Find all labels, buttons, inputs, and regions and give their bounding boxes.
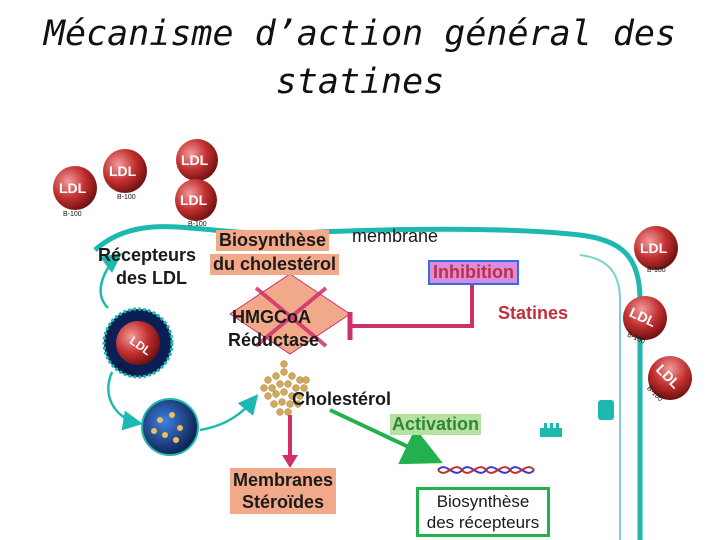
ldl-receptors-label: des LDL (116, 268, 188, 288)
ldl-particle: LDL B-100 (53, 166, 97, 218)
ldl-label: LDL (180, 192, 208, 208)
ldl-sub-label: B-100 (188, 221, 207, 228)
activation-label: Activation (390, 414, 482, 435)
receptors-label: Récepteurs (98, 245, 197, 265)
statins-label: Statines (498, 303, 569, 323)
coated-pit: LDL B-100 (102, 307, 174, 379)
ldl-label: LDL (640, 240, 668, 256)
biosynthesis-label: Biosynthèse (216, 230, 330, 251)
trafficking-arrows (99, 252, 259, 432)
ldl-particle: LDL B-100 (175, 179, 217, 228)
cell-membrane (93, 224, 643, 540)
cholesterol-cluster (260, 360, 310, 416)
inhibition-label: Inhibition (428, 260, 519, 285)
receptor-biosynthesis-box: Biosynthèse des récepteurs (416, 487, 550, 537)
receptor-biosynthesis-line2: des récepteurs (426, 513, 540, 532)
ldl-particle: LDL B-100 (623, 296, 667, 346)
page-title: Mécanisme d’action général des statines (43, 14, 677, 102)
receptor-biosynthesis-line1: Biosynthèse (436, 492, 530, 511)
cell-membrane-inner (579, 254, 621, 540)
arrow-to-receptors (329, 408, 443, 465)
membrane-label: membrane (352, 226, 439, 246)
ldl-particle: LDL B-100 (634, 226, 678, 274)
membranes-steroids-box: Membranes Stéroïdes (230, 468, 336, 514)
ldl-sub-label: B-100 (647, 267, 666, 274)
reductase-label: Réductase (228, 330, 320, 350)
ldl-particle: LDL B-100 (103, 149, 147, 201)
cholesterol-synthesis-label: du cholestérol (210, 254, 340, 275)
inhibition-cross (254, 286, 328, 348)
lysosome (141, 398, 199, 456)
cholesterol-label: Cholestérol (292, 389, 392, 409)
inhibition-line (352, 310, 474, 328)
ldl-particle: LDL B-100 (645, 356, 692, 403)
steroids-label: Stéroïdes (241, 492, 325, 512)
ldl-sub-label: B-100 (63, 211, 82, 218)
ldl-label: LDL (59, 180, 87, 196)
hmgcoa-label: HMGCoA (232, 307, 311, 327)
membranes-label: Membranes (232, 470, 334, 490)
ldl-label: LDL (109, 163, 137, 179)
receptor-icons (540, 400, 614, 437)
ldl-sub-label: B-100 (117, 194, 136, 201)
dna-helix-icon (437, 466, 535, 474)
ldl-label: LDL (181, 152, 209, 168)
